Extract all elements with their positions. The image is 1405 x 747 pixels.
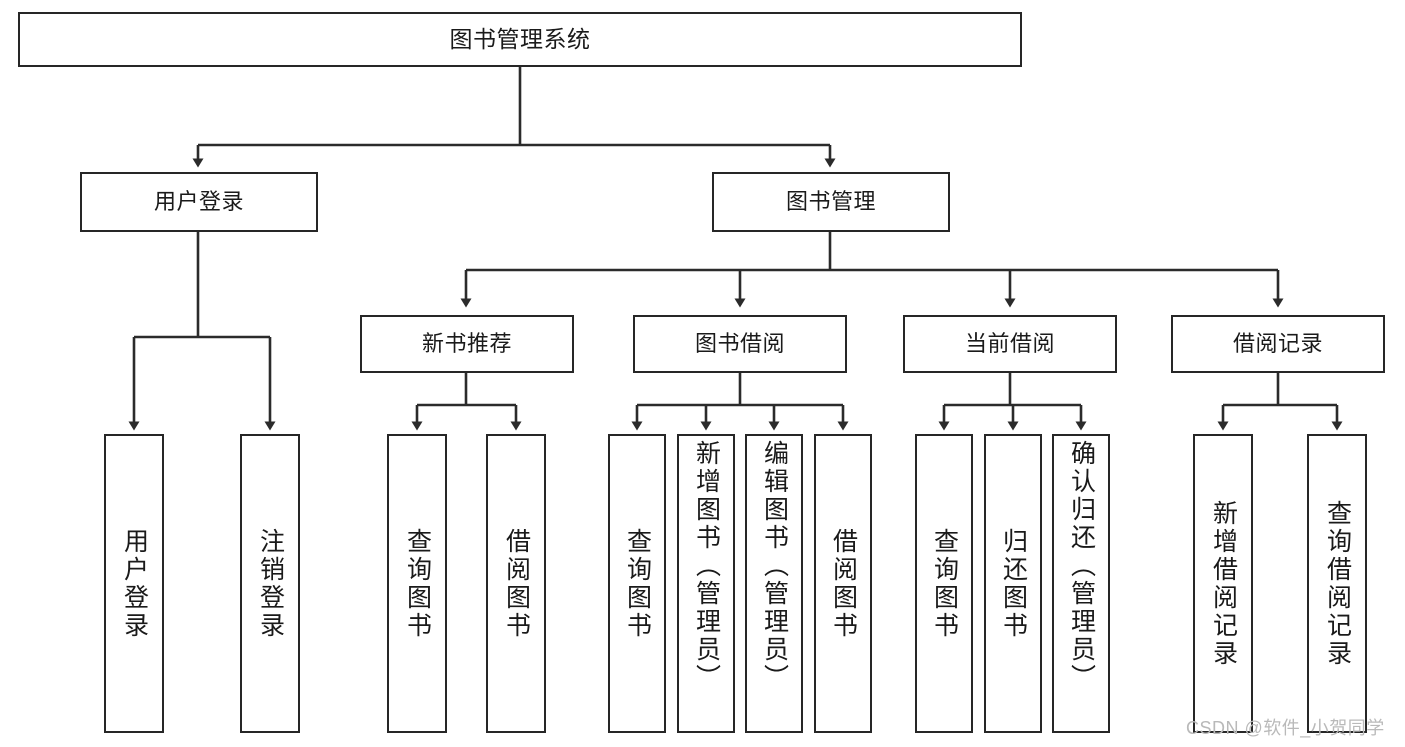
node-leaf-edit-book-admin[interactable]: 编辑图书（管理员） <box>745 434 803 733</box>
node-current-borrow[interactable]: 当前借阅 <box>903 315 1117 373</box>
node-leaf-query-book-borrow-label: 查询图书 <box>623 527 652 640</box>
node-leaf-confirm-return-admin[interactable]: 确认归还（管理员） <box>1052 434 1110 733</box>
node-book-borrow[interactable]: 图书借阅 <box>633 315 847 373</box>
node-leaf-user-login-label: 用户登录 <box>120 527 149 640</box>
node-borrow-record[interactable]: 借阅记录 <box>1171 315 1385 373</box>
node-leaf-query-book-current-label: 查询图书 <box>930 527 959 640</box>
node-leaf-edit-book-admin-label: 编辑图书（管理员） <box>760 440 789 692</box>
node-new-book-recommend[interactable]: 新书推荐 <box>360 315 574 373</box>
node-leaf-logout[interactable]: 注销登录 <box>240 434 300 733</box>
node-borrow-record-label: 借阅记录 <box>1232 331 1323 357</box>
node-current-borrow-label: 当前借阅 <box>964 331 1055 357</box>
node-leaf-return-book-label: 归还图书 <box>999 527 1028 640</box>
node-leaf-add-book-admin-label: 新增图书（管理员） <box>692 440 721 692</box>
node-new-book-recommend-label: 新书推荐 <box>421 331 512 357</box>
node-leaf-query-book-recommend[interactable]: 查询图书 <box>387 434 447 733</box>
node-leaf-user-login[interactable]: 用户登录 <box>104 434 164 733</box>
node-root-label: 图书管理系统 <box>449 25 591 52</box>
node-root-book-management-system[interactable]: 图书管理系统 <box>18 12 1022 67</box>
node-leaf-borrow-book-recommend[interactable]: 借阅图书 <box>486 434 546 733</box>
node-leaf-query-borrow-record[interactable]: 查询借阅记录 <box>1307 434 1367 733</box>
node-leaf-confirm-return-admin-label: 确认归还（管理员） <box>1067 440 1096 692</box>
node-leaf-add-borrow-record-label: 新增借阅记录 <box>1209 499 1238 668</box>
node-leaf-add-book-admin[interactable]: 新增图书（管理员） <box>677 434 735 733</box>
node-leaf-borrow-book-label: 借阅图书 <box>829 527 858 640</box>
node-leaf-logout-label: 注销登录 <box>256 527 285 640</box>
node-book-management[interactable]: 图书管理 <box>712 172 950 232</box>
node-user-login[interactable]: 用户登录 <box>80 172 318 232</box>
node-user-login-label: 用户登录 <box>153 189 244 215</box>
node-leaf-borrow-book-recommend-label: 借阅图书 <box>502 527 531 640</box>
node-leaf-add-borrow-record[interactable]: 新增借阅记录 <box>1193 434 1253 733</box>
node-leaf-query-book-recommend-label: 查询图书 <box>403 527 432 640</box>
node-leaf-query-book-current[interactable]: 查询图书 <box>915 434 973 733</box>
node-leaf-query-book-borrow[interactable]: 查询图书 <box>608 434 666 733</box>
node-leaf-query-borrow-record-label: 查询借阅记录 <box>1323 499 1352 668</box>
node-book-management-label: 图书管理 <box>785 189 876 215</box>
node-leaf-return-book[interactable]: 归还图书 <box>984 434 1042 733</box>
node-book-borrow-label: 图书借阅 <box>694 331 785 357</box>
node-leaf-borrow-book[interactable]: 借阅图书 <box>814 434 872 733</box>
